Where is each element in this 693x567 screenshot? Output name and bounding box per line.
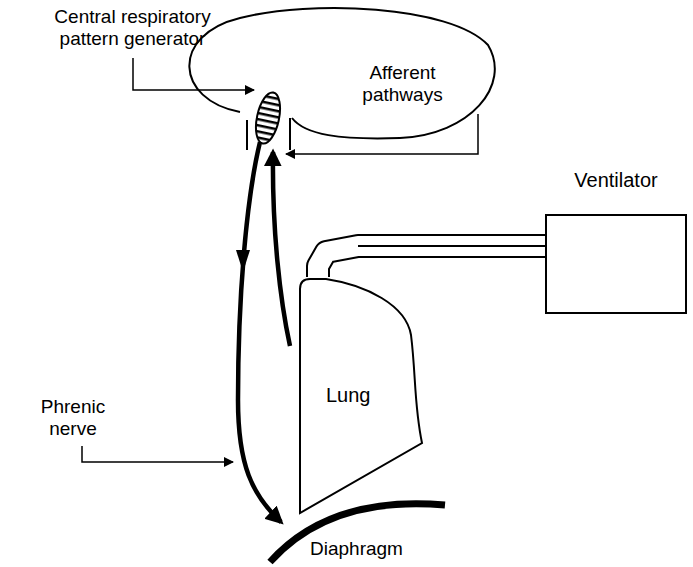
brain-outline [189,8,494,138]
breathing-tube [318,246,545,277]
leader-line [286,114,478,154]
lung-shape: Lung [296,275,426,517]
pattern-generator-oval [252,90,284,145]
structure-label: Diaphragm [310,538,450,560]
ventilator-housing [545,214,687,314]
afferent-pathway [273,152,290,346]
leader-line [82,446,233,462]
structure-label: Phrenic nerve [18,396,128,440]
node-label: Lung [326,383,371,407]
structure-label: Central respiratory pattern generator [30,6,235,50]
brainstem-edge [289,118,291,150]
nerve-arrowhead [236,250,250,272]
node-heading: Ventilator [545,168,687,214]
structure-label: Afferent pathways [340,62,465,106]
brainstem-edge [246,120,248,150]
leader-line [133,58,254,90]
ventilator-box: Ventilator [545,168,687,314]
